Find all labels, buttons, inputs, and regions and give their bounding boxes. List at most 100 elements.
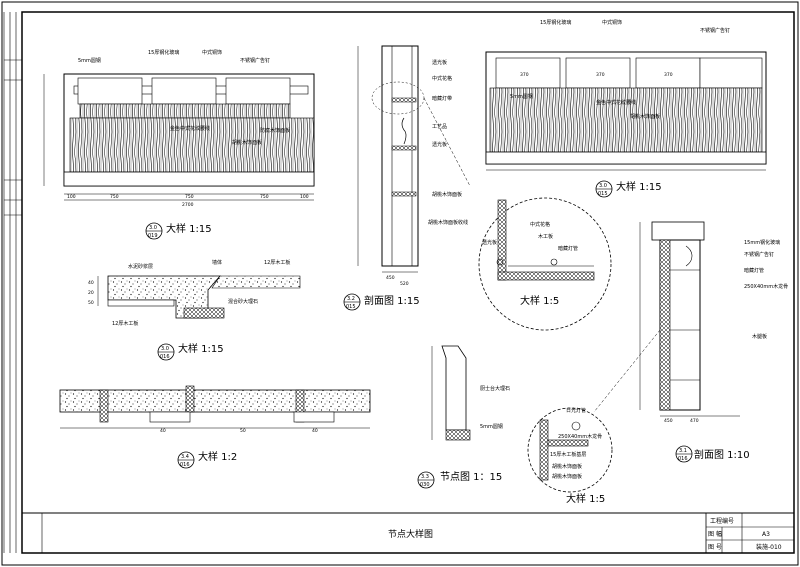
label-sr-lamp: 暗藏灯管 <box>744 267 764 274</box>
drawing-size-label: 图 幅 <box>708 530 722 538</box>
label-cl-keel: 250X40mm木龙骨 <box>558 433 602 440</box>
caption-section-mid: 剖面图 1:15 <box>364 294 420 307</box>
label-ad-nail: 不锈钢广告钉 <box>240 57 270 64</box>
caption-circle-mid: 大样 1:5 <box>520 294 559 307</box>
label-cl-walnut-2: 胡桃木饰面板 <box>552 473 582 480</box>
dim-stone-0: 40 <box>88 280 94 286</box>
dim-stone-2: 50 <box>88 300 94 306</box>
label-st-plywood-top: 12厚木工板 <box>264 259 290 266</box>
dim-left-total: 2700 <box>182 202 194 208</box>
caption-floor: 大样 1:2 <box>198 450 237 463</box>
ref-bottom-node: 030 <box>420 482 430 488</box>
project-number-label: 工程编号 <box>710 517 734 525</box>
caption-stone: 大样 1:15 <box>178 342 224 355</box>
dim-left-1: 750 <box>110 194 119 200</box>
dim-floor-2: 40 <box>312 428 318 434</box>
label-preserved-wood: 防腐木饰面板 <box>260 127 290 134</box>
label-n-roundsteel: 5mm圆钢 <box>480 423 503 430</box>
dim-floor-1: 50 <box>240 428 246 434</box>
label-walnut-panel: 胡桃木饰面板 <box>232 139 262 146</box>
label-n-marble: 厨士台大理石 <box>480 385 510 392</box>
drawing-title: 节点大样图 <box>388 528 433 540</box>
ref-bottom-section-mid: 015 <box>346 304 356 310</box>
label-r-gold: 金色中式花纹腰线 <box>596 99 636 106</box>
dim-floor-0: 40 <box>160 428 166 434</box>
label-s-translucent-top: 透光板 <box>432 59 447 66</box>
detail-circle-low: 日光灯管 250X40mm木龙骨 15厚木工板基层 胡桃木饰面板 胡桃木饰面板 … <box>527 329 661 505</box>
ref-bottom-elev-right: 015 <box>598 191 608 197</box>
caption-circle-low: 大样 1:5 <box>566 492 605 505</box>
dim-mid-0: 450 <box>386 275 395 281</box>
title-block: 节点大样图 工程编号 图 幅 A3 图 号 装施-010 <box>22 512 794 553</box>
binding-strip <box>3 12 22 553</box>
caption-elev-left: 大样 1:15 <box>166 222 212 235</box>
label-r-adnail: 不锈钢广告钉 <box>700 27 730 34</box>
label-cl-plywood: 15厚木工板基层 <box>550 451 586 458</box>
dim-right-1: 370 <box>596 72 605 78</box>
label-chinese-copper: 中式铜饰 <box>202 49 222 56</box>
ref-top-section-mid: 3.2 <box>347 296 355 302</box>
detail-circle-mid: 中式花格 木工板 透光板 暗藏灯管 大样 1:5 <box>423 97 612 331</box>
label-gold-molding: 金色中式花纹腰线 <box>170 125 210 132</box>
detail-elevation-right: 15厚钢化玻璃 中式铜饰 不锈钢广告钉 5mm圆钢 金色中式花纹腰线 胡桃木饰面… <box>485 19 767 198</box>
label-st-marble: 混合砂大理石 <box>228 298 258 305</box>
dim-stone-1: 20 <box>88 290 94 296</box>
caption-sr: 剖面图 1:10 <box>694 448 750 461</box>
label-st-wall: 墙体 <box>212 259 222 266</box>
ref-bottom-elev-left: 019 <box>148 233 158 239</box>
ref-top-sr: 3.1 <box>679 448 687 454</box>
label-r-glass: 15厚钢化玻璃 <box>540 19 571 26</box>
ref-top-stone: 3.0 <box>161 346 169 352</box>
label-cl-walnut: 胡桃木饰面板 <box>552 463 582 470</box>
drawing-size-value: A3 <box>762 531 770 538</box>
detail-section-right: 15mm钢化玻璃 不锈钢广告钉 暗藏灯管 250X40mm木龙骨 木腿板 450… <box>639 221 788 463</box>
label-c-plywood: 木工板 <box>538 233 553 240</box>
detail-floor-strip: 40 50 40 3.4 016 大样 1:2 <box>59 385 371 469</box>
label-tempered-glass: 15厚钢化玻璃 <box>148 49 179 56</box>
dim-sr-1: 470 <box>690 418 699 424</box>
label-c-lamp: 暗藏灯管 <box>558 245 578 252</box>
dim-left-4: 100 <box>300 194 309 200</box>
label-s-walnut-edge: 胡桃木饰面板收线 <box>428 219 468 226</box>
label-sr-keel: 250X40mm木龙骨 <box>744 283 788 290</box>
dim-sr-0: 450 <box>664 418 673 424</box>
label-st-plywood-bottom: 12厚木工板 <box>112 320 138 327</box>
detail-stone-step: 水泥砂浆层 墙体 12厚木工板 混合砂大理石 12厚木工板 40 20 50 3… <box>88 259 301 361</box>
label-r-walnut: 胡桃木饰面板 <box>630 113 660 120</box>
label-sr-adnail: 不锈钢广告钉 <box>744 251 774 258</box>
label-s-lattice: 中式花格 <box>432 75 452 82</box>
dim-mid-1: 520 <box>400 281 409 287</box>
sheet-number-label: 图 号 <box>708 544 722 551</box>
dim-left-2: 750 <box>185 194 194 200</box>
label-s-walnut: 胡桃木饰面板 <box>432 191 462 198</box>
inner-border <box>21 11 795 554</box>
detail-elevation-left: 5mm圆钢 15厚钢化玻璃 中式铜饰 不锈钢广告钉 金色中式花纹腰线 胡桃木饰面… <box>43 49 315 240</box>
label-s-hidden-light: 暗藏灯带 <box>432 95 452 102</box>
label-sr-glass: 15mm钢化玻璃 <box>744 239 780 246</box>
ref-bottom-stone: 016 <box>160 354 170 360</box>
label-sr-legboard: 木腿板 <box>752 333 767 340</box>
caption-elev-right: 大样 1:15 <box>616 180 662 193</box>
label-r-copper: 中式铜饰 <box>602 19 622 26</box>
dim-right-2: 370 <box>664 72 673 78</box>
label-r-roundsteel: 5mm圆钢 <box>510 93 533 100</box>
caption-node: 节点图 1：15 <box>440 471 502 483</box>
sheet-number-value: 装施-010 <box>756 543 782 551</box>
label-c-lattice: 中式花格 <box>530 221 550 228</box>
label-st-mortar: 水泥砂浆层 <box>128 263 153 270</box>
dim-left-3: 750 <box>260 194 269 200</box>
ref-top-floor: 3.4 <box>181 454 189 460</box>
label-cl-lamp: 日光灯管 <box>566 407 586 414</box>
ref-top-elev-right: 3.0 <box>599 183 607 189</box>
ref-top-node: 3.3 <box>421 474 429 480</box>
ref-bottom-sr: 016 <box>678 456 688 462</box>
detail-node-small: 厨士台大理石 5mm圆钢 3.3 030 节点图 1：15 <box>417 345 510 489</box>
detail-section-mid: 透光板 中式花格 暗藏灯带 工艺品 透光板 胡桃木饰面板 胡桃木饰面板收线 45… <box>343 45 468 311</box>
label-c-translucent: 透光板 <box>482 239 497 246</box>
label-round-steel: 5mm圆钢 <box>78 57 101 64</box>
dim-right-0: 370 <box>520 72 529 78</box>
ref-top-elev-left: 3.0 <box>149 225 157 231</box>
dim-left-0: 100 <box>67 194 76 200</box>
label-s-craft: 工艺品 <box>432 124 447 130</box>
